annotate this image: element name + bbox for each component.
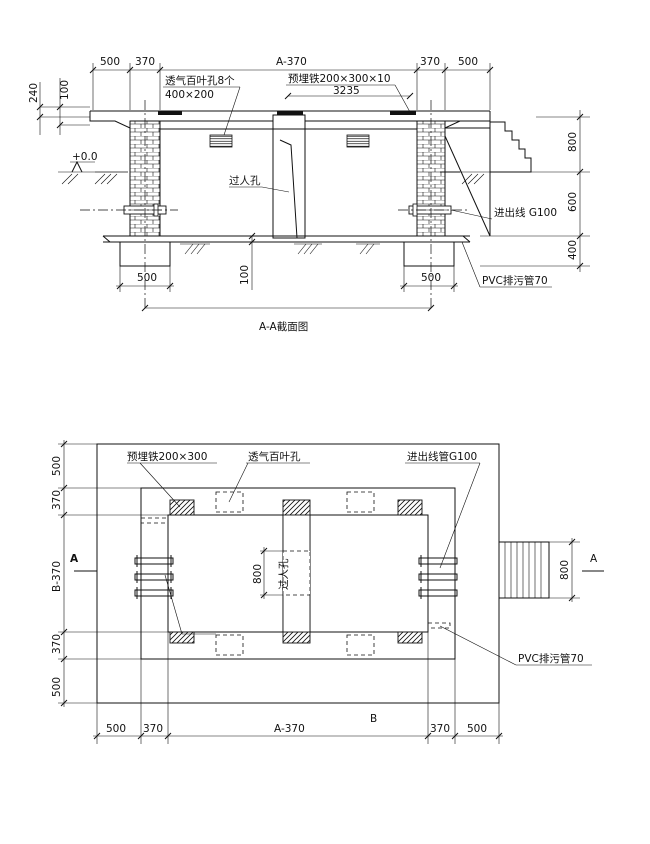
ground-level-left: +0.0 [58, 151, 128, 185]
dim-bottom-right: 500 [421, 272, 441, 284]
plan-dim-manhole: 800 [252, 564, 264, 584]
bottom-dimension-chain: 500 500 [116, 266, 458, 312]
vent-louver [209, 134, 233, 148]
dim-right-600: 600 [567, 192, 579, 212]
embed-iron-label: 预埋铁200×300×10 [288, 72, 391, 85]
left-dimension-chain: 240 100 [28, 78, 90, 135]
cable-pipes-left [134, 555, 174, 599]
plan-drain-pipe-label: PVC排污管70 [518, 652, 584, 665]
dim-right-400: 400 [567, 240, 579, 260]
plan-dim-bottom-5: 500 [467, 723, 487, 735]
embed-iron-plate [397, 499, 423, 516]
plan-dim-bottom-2: 370 [143, 723, 163, 735]
manhole-partition [272, 114, 306, 239]
dim-top-5: 500 [458, 56, 478, 68]
drain-pipe-label: PVC排污管70 [482, 274, 548, 287]
section-mark-left: A [70, 553, 79, 565]
right-footing [403, 241, 455, 267]
top-dimension-chain: 500 370 A-370 370 500 [89, 56, 494, 110]
embed-iron-plate [169, 499, 195, 516]
external-steps [489, 121, 532, 173]
plan-label-b: B [370, 713, 377, 725]
plan-dim-left-5: 500 [51, 677, 63, 697]
level-label: +0.0 [72, 151, 98, 163]
dim-mid: 3235 [333, 85, 360, 97]
dim-right-800: 800 [567, 132, 579, 152]
vent-bottom-left [215, 634, 244, 656]
right-dimension-chain: 800 600 400 [480, 110, 590, 272]
dim-top-3: A-370 [276, 56, 307, 68]
dim-left-240: 240 [28, 83, 40, 103]
vent-top-right [346, 491, 375, 513]
manhole-label: 过人孔 [229, 174, 261, 187]
embed-iron-plate [397, 631, 423, 644]
section-title: A-A截面图 [259, 320, 308, 333]
plan-dim-left-3: B-370 [51, 561, 63, 592]
plan-dim-bottom-1: 500 [106, 723, 126, 735]
external-steps-plan [498, 541, 550, 599]
embed-iron-plate [277, 111, 303, 115]
drain-opening [140, 517, 169, 524]
vent-top-left [215, 491, 244, 513]
cable-pipe-label: 进出线 G100 [494, 206, 557, 219]
dim-left-100: 100 [59, 80, 71, 100]
plan-manhole-label: 过人孔 [277, 558, 290, 590]
plan-vent-label: 透气百叶孔 [248, 450, 301, 463]
base-slab [102, 235, 471, 243]
embed-iron-plate [169, 631, 195, 644]
section-mark-right: A [590, 553, 598, 565]
plan-dim-bottom-4: 370 [430, 723, 450, 735]
vent-label: 透气百叶孔8个 [165, 74, 235, 87]
plan-bottom-dimension-chain: 500 370 A-370 370 500 B [93, 632, 503, 744]
dim-top-4: 370 [420, 56, 440, 68]
plan-view: 预埋铁200×300 透气百叶孔 进出线管G100 过人孔 800 800 A … [51, 440, 604, 744]
plan-embed-iron-label: 预埋铁200×300 [127, 450, 207, 463]
vent-bottom-right [346, 634, 375, 656]
embed-iron-plate [390, 111, 416, 115]
dim-top-1: 500 [100, 56, 120, 68]
vent-louver [346, 134, 370, 148]
plan-left-dimension-chain: 500 370 B-370 370 500 [51, 440, 168, 707]
section-view: 500 370 A-370 370 500 透气百叶孔8个 400×200 预埋… [28, 56, 590, 333]
drain-opening [427, 622, 451, 629]
plan-dim-steps: 800 [559, 560, 571, 580]
dim-bottom-left: 500 [137, 272, 157, 284]
left-footing [119, 241, 171, 267]
plan-dim-bottom-3: A-370 [274, 723, 305, 735]
vent-size-label: 400×200 [165, 89, 214, 101]
plan-dim-left-4: 370 [51, 634, 63, 654]
plan-dim-left-2: 370 [51, 490, 63, 510]
dim-top-2: 370 [135, 56, 155, 68]
cable-pipes-right [418, 555, 458, 599]
embed-iron-plate [158, 111, 182, 115]
dim-base: 100 [239, 265, 251, 285]
plan-dim-left-1: 500 [51, 456, 63, 476]
plan-cable-pipe-label: 进出线管G100 [407, 450, 477, 463]
